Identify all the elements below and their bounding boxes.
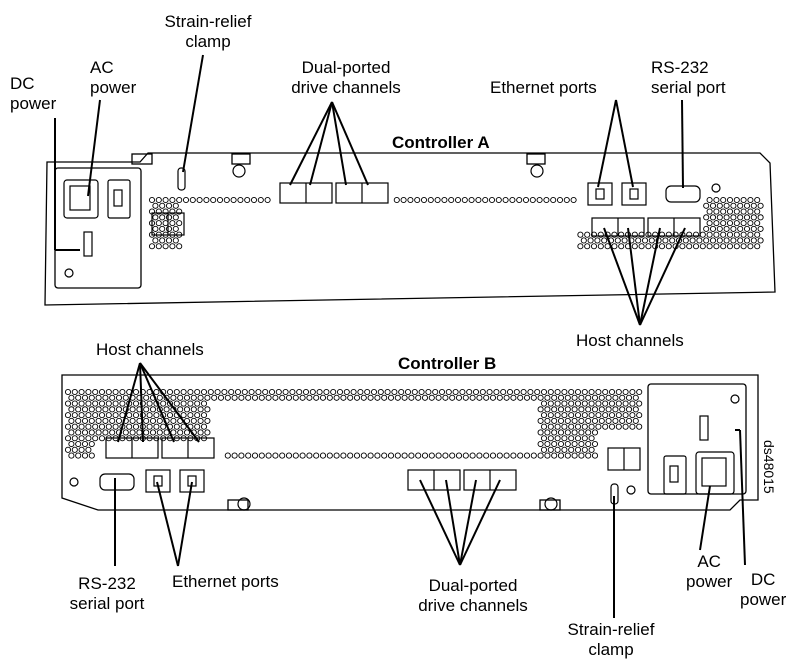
leader-line xyxy=(182,54,204,173)
leader-line xyxy=(117,362,141,443)
port-shape xyxy=(179,469,205,493)
port-shape xyxy=(530,164,544,178)
leader-line xyxy=(139,362,200,443)
port-shape xyxy=(699,415,709,441)
leader-line xyxy=(139,362,175,443)
port-shape xyxy=(177,167,186,191)
port-shape xyxy=(695,451,735,495)
port-shape xyxy=(663,455,687,495)
leader-line xyxy=(699,485,711,551)
leader-line xyxy=(603,227,641,326)
leader-line xyxy=(309,101,333,186)
figure-id: ds48015 xyxy=(761,440,777,494)
port-shape xyxy=(232,164,246,178)
leader-line xyxy=(289,101,333,186)
leader-line xyxy=(419,479,461,566)
port-shape xyxy=(63,179,99,219)
port-shape xyxy=(587,182,613,206)
a-host-channels-label: Host channels xyxy=(576,331,684,350)
b-ethernet-label: Ethernet ports xyxy=(172,572,279,591)
port-shape xyxy=(626,485,636,495)
leader-line xyxy=(445,479,461,566)
port-shape xyxy=(621,182,647,206)
leader-line xyxy=(639,227,661,326)
leader-line xyxy=(681,99,684,189)
controller-a-chassis xyxy=(44,152,776,306)
port-shape xyxy=(665,185,701,203)
leader-line xyxy=(331,101,369,186)
port-shape xyxy=(629,188,639,200)
port-shape xyxy=(69,185,91,211)
port-shape xyxy=(83,231,93,257)
port-shape xyxy=(99,473,135,491)
ventilation-holes-b xyxy=(64,388,643,459)
b-host-channels-label: Host channels xyxy=(96,340,204,359)
port-shape xyxy=(145,469,171,493)
leader-line xyxy=(627,227,641,326)
controller-b-title: Controller B xyxy=(398,354,497,373)
leader-line xyxy=(597,99,617,188)
port-shape xyxy=(64,268,74,278)
leader-line xyxy=(87,99,101,197)
controller-a-title: Controller A xyxy=(392,133,490,152)
port-shape xyxy=(711,183,721,193)
leader-lines xyxy=(54,54,746,618)
port-shape xyxy=(237,497,251,511)
port-shape xyxy=(113,189,123,207)
ventilation-holes-a xyxy=(148,196,764,250)
a-ethernet-label: Ethernet ports xyxy=(490,78,597,97)
leader-line xyxy=(156,481,179,567)
leader-line xyxy=(459,479,477,566)
port-shape xyxy=(730,394,740,404)
leader-line xyxy=(139,362,144,443)
port-shape xyxy=(701,457,727,487)
port-shape xyxy=(544,497,558,511)
leader-line xyxy=(639,227,686,326)
port-shape xyxy=(107,179,131,219)
port-shape xyxy=(69,477,79,487)
leader-line xyxy=(739,429,746,566)
leader-line xyxy=(177,481,193,567)
leader-line xyxy=(331,101,347,186)
leader-line xyxy=(459,479,501,566)
port-shape xyxy=(669,465,679,483)
leader-line xyxy=(615,99,634,188)
port-shape xyxy=(595,188,605,200)
ports-and-connectors xyxy=(63,164,740,511)
